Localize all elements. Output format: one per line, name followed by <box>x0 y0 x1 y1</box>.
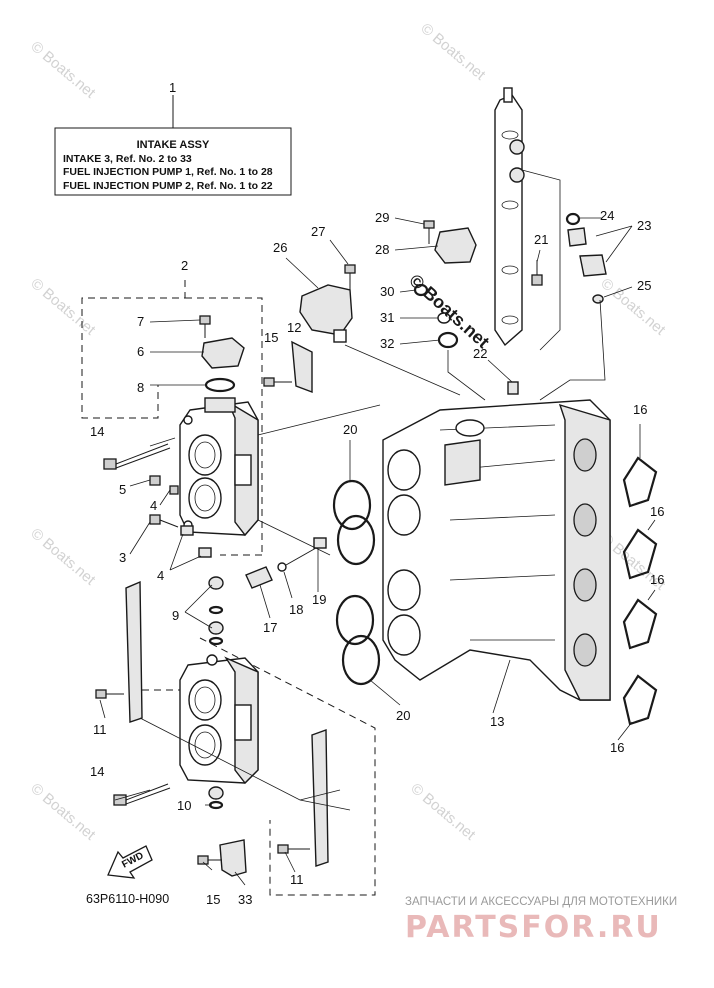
callout-8: 8 <box>137 380 144 395</box>
callout-19: 19 <box>312 592 326 607</box>
watermark-text: © Boats.net <box>597 275 669 339</box>
intake-assy-title: INTAKE ASSY <box>137 139 210 151</box>
callout-29: 29 <box>375 210 389 225</box>
small-parts <box>95 212 658 877</box>
callout-26: 26 <box>273 240 287 255</box>
intake-assy-line: INTAKE 3, Ref. No. 2 to 33 <box>63 153 192 165</box>
watermark-text: © Boats.net <box>27 525 99 589</box>
intake-manifold <box>382 399 611 701</box>
fuel-rail <box>494 87 525 347</box>
callout-15: 15 <box>264 330 278 345</box>
callout-2: 2 <box>181 258 188 273</box>
callout-13: 13 <box>490 714 504 729</box>
callout-27: 27 <box>311 224 325 239</box>
callout-12: 12 <box>287 320 301 335</box>
callout-20: 20 <box>343 422 357 437</box>
watermark-text: © Boats.net <box>417 20 489 84</box>
callout-30: 30 <box>380 284 394 299</box>
callout-10: 10 <box>177 798 191 813</box>
callout-16: 16 <box>650 572 664 587</box>
watermark-text: © Boats.net <box>27 780 99 844</box>
callout-18: 18 <box>289 602 303 617</box>
intake-assy-line: FUEL INJECTION PUMP 1, Ref. No. 1 to 28 <box>63 166 273 178</box>
callout-31: 31 <box>380 310 394 325</box>
callout-17: 17 <box>263 620 277 635</box>
intake-assy-box: INTAKE ASSY INTAKE 3, Ref. No. 2 to 33 F… <box>54 95 292 196</box>
callout-22: 22 <box>473 346 487 361</box>
callout-23: 23 <box>637 218 651 233</box>
callout-32: 32 <box>380 336 394 351</box>
callout-25: 25 <box>637 278 651 293</box>
callout-28: 28 <box>375 242 389 257</box>
center-watermark: © Boats.net <box>405 270 493 352</box>
watermark-text: © Boats.net <box>27 275 99 339</box>
intake-assy-line: FUEL INJECTION PUMP 2, Ref. No. 1 to 22 <box>63 180 273 192</box>
fwd-arrow-icon: FWD <box>107 845 153 879</box>
callout-4: 4 <box>157 568 164 583</box>
callout-numbers: 1 2 7 6 8 14 5 4 3 4 9 11 14 10 15 33 11… <box>90 80 664 907</box>
callout-6: 6 <box>137 344 144 359</box>
callout-15: 15 <box>206 892 220 907</box>
throttle-body-lower <box>179 654 259 785</box>
callout-14: 14 <box>90 424 104 439</box>
leader-lines <box>99 169 656 886</box>
callout-5: 5 <box>119 482 126 497</box>
watermark-text: © Boats.net <box>27 38 99 102</box>
brand-name: PARTSFOR.RU <box>405 910 662 945</box>
callout-20: 20 <box>396 708 410 723</box>
callout-7: 7 <box>137 314 144 329</box>
callout-24: 24 <box>600 208 614 223</box>
callout-16: 16 <box>650 504 664 519</box>
watermark-text: © Boats.net <box>407 780 479 844</box>
callout-9: 9 <box>172 608 179 623</box>
diagram-code: 63P6110-H090 <box>86 892 169 906</box>
callout-33: 33 <box>238 892 252 907</box>
callout-21: 21 <box>534 232 548 247</box>
callout-4: 4 <box>150 498 157 513</box>
callout-1: 1 <box>169 80 176 95</box>
brand-tagline: ЗАПЧАСТИ И АКСЕССУАРЫ ДЛЯ МОТОТЕХНИКИ <box>405 896 677 908</box>
callout-16: 16 <box>610 740 624 755</box>
throttle-body-upper <box>179 397 259 537</box>
brand-logo: ЗАПЧАСТИ И АКСЕССУАРЫ ДЛЯ МОТОТЕХНИКИ PA… <box>405 896 677 945</box>
callout-16: 16 <box>633 402 647 417</box>
callout-11: 11 <box>93 722 107 737</box>
callout-14: 14 <box>90 764 104 779</box>
callout-11: 11 <box>290 872 304 887</box>
callout-3: 3 <box>119 550 126 565</box>
